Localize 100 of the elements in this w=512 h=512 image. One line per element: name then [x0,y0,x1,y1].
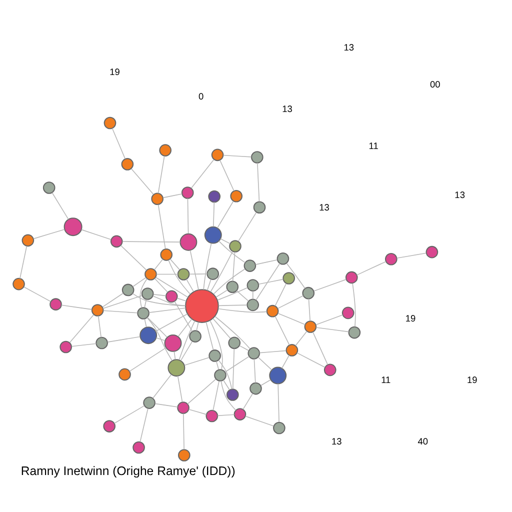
node-circle [272,422,285,434]
node-circle [276,252,289,265]
connector [356,261,386,276]
connector [308,298,310,322]
node-circle [95,336,108,350]
connector [176,376,182,402]
node-circle [158,144,171,156]
connector [216,200,234,228]
connector [168,260,190,295]
connector [205,322,214,350]
node-circle [323,364,336,376]
node-circle [282,272,294,284]
node-circle [252,201,266,214]
connector [51,192,68,220]
connector [312,332,328,366]
connector [216,414,234,416]
connector [162,193,182,198]
label: 11 [368,140,378,151]
connector [315,327,349,332]
connector [106,336,140,342]
connector [214,316,250,350]
node-circle [246,279,259,292]
node-circle [184,289,218,323]
node-circle [136,307,149,320]
connector [153,258,163,270]
connector [144,318,146,328]
connector [277,383,279,422]
connector [176,298,186,302]
connector [260,379,270,386]
label: 13 [282,104,292,114]
connector [220,238,230,244]
node-circle [302,286,314,300]
connector [182,413,184,450]
connector [154,278,168,293]
node-circle [164,334,182,352]
connector [146,317,172,362]
connector [220,380,236,411]
connector [128,347,166,372]
connector [154,276,188,298]
node-circle [102,420,115,432]
connector [315,314,343,326]
connector [219,160,234,192]
connector [102,295,142,309]
node-circle [144,268,156,280]
connector [190,159,214,189]
connector [80,229,111,240]
node-circle [49,298,62,310]
connector [252,290,253,300]
node-circle [150,192,163,206]
node-circle [384,252,397,266]
connector [148,308,186,313]
label: 13 [343,42,354,52]
connector [152,294,166,296]
connector [156,274,178,275]
connector [60,304,92,310]
connector [396,252,426,259]
connector [152,296,186,306]
connector [144,299,146,308]
connector [255,262,280,300]
connector [218,240,246,264]
connector [222,154,252,158]
node-circle [12,278,24,290]
connector [177,318,192,337]
node-circle [205,410,218,422]
node-circle [285,344,298,356]
connector [113,405,144,424]
connector [130,168,154,195]
connector [254,259,278,265]
node-circle [226,280,238,294]
connector [257,356,272,370]
connector [224,356,250,372]
label: 13 [330,436,342,447]
connector [189,250,198,290]
connector [212,202,214,228]
label: 40 [417,436,428,447]
node-circle [90,304,104,316]
connector [258,278,284,285]
node-circle [341,306,354,320]
node-circle [142,396,155,409]
connector [132,293,186,306]
node-circle [208,190,220,203]
connector [178,320,195,360]
node-circle [42,182,55,194]
connector [212,380,219,411]
label: 19 [466,375,477,386]
node-circle [132,441,144,454]
connector [294,330,307,346]
node-circle [178,449,190,462]
label: 13 [318,202,329,213]
connector [218,360,232,390]
connector [186,278,194,292]
node-circle [121,284,134,296]
node-circle [180,186,194,199]
label: 11 [380,375,390,386]
node-circle [167,359,185,377]
connector [216,287,248,300]
node-circle [164,290,178,303]
label: 19 [109,66,120,77]
connector [215,360,219,370]
node-circle [120,158,134,170]
